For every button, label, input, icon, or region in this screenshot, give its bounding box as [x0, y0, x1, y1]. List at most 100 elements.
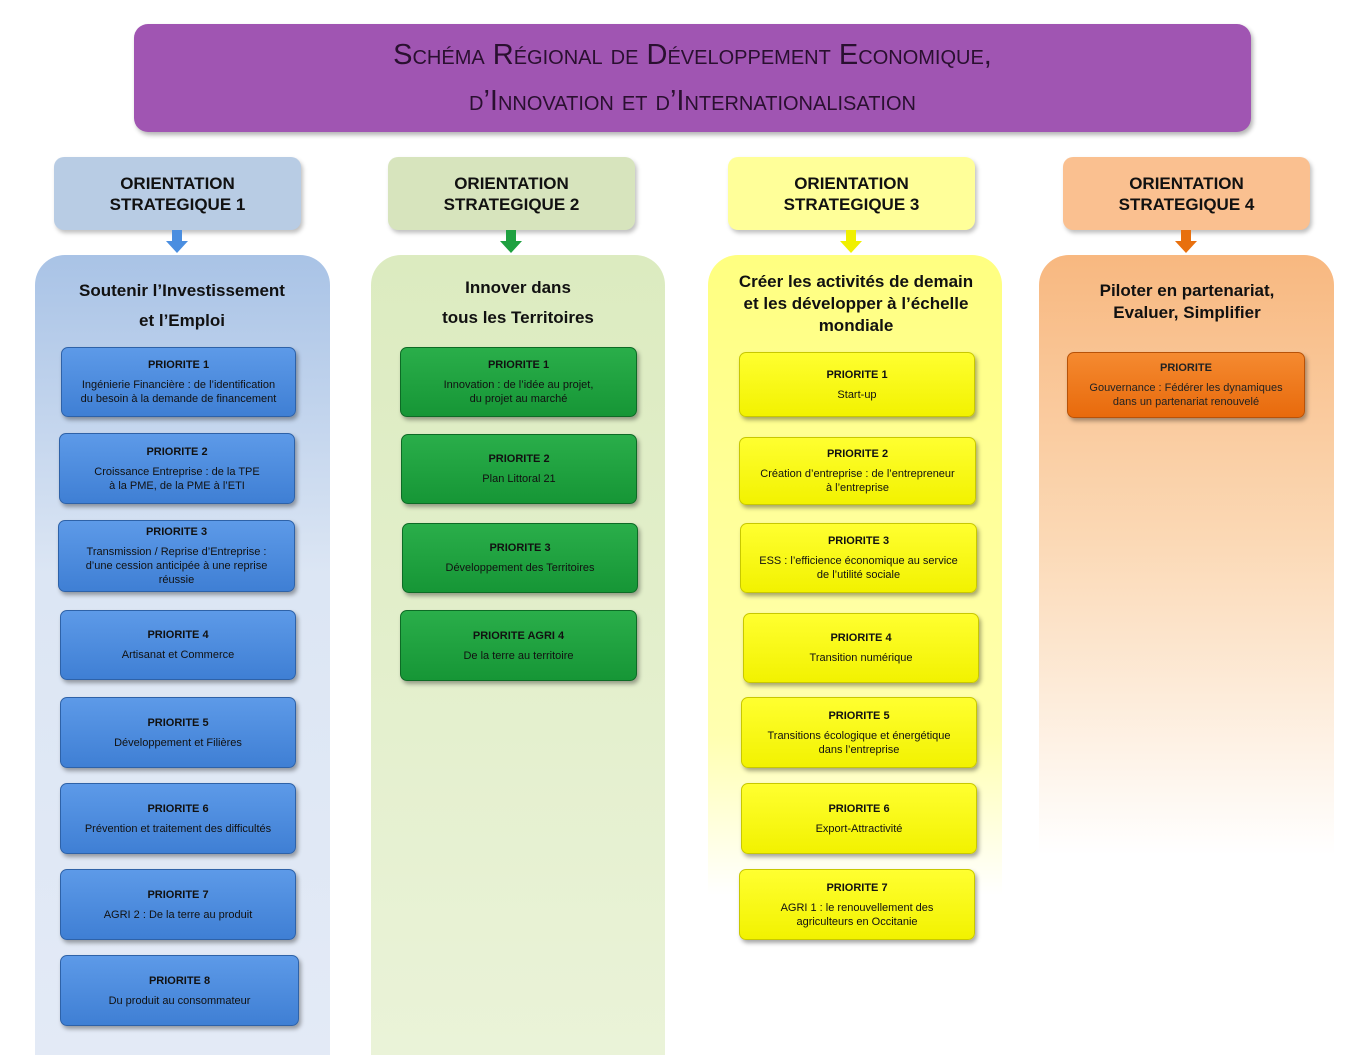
header-line-1: ORIENTATION — [794, 173, 909, 193]
priority-label: PRIORITE 4 — [147, 629, 209, 641]
priority-text: Croissance Entreprise : de la TPE — [94, 465, 260, 478]
priority-box[interactable]: PRIORITE 7 AGRI 1 : le renouvellement des… — [739, 869, 975, 940]
priority-text: Création d’entreprise : de l’entrepreneu… — [760, 468, 955, 480]
priority-label: PRIORITE 6 — [828, 802, 890, 815]
orientation-title-line: Créer les activités de demain — [738, 272, 974, 291]
priority-label: PRIORITE 3 — [489, 542, 551, 554]
priority-text: à l’entreprise — [826, 482, 889, 494]
priority-text: d’une cession anticipée à une reprise — [85, 560, 268, 572]
orientation-title-1: Soutenir l’Investissement et l’Emploi — [42, 276, 322, 336]
priority-box[interactable]: PRIORITE 5 Transitions écologique et éner… — [741, 697, 977, 768]
priority-box[interactable]: PRIORITE 2 Création d’entreprise : de l’e… — [739, 437, 976, 505]
header-line-1: ORIENTATION — [454, 173, 569, 193]
priority-box[interactable]: PRIORITE 4 Transition numérique — [743, 613, 979, 683]
priority-label: PRIORITE 1 — [487, 359, 550, 371]
priority-box[interactable]: PRIORITE 6 Export-Attractivité — [741, 783, 977, 854]
priority-box[interactable]: PRIORITE 3 Transmission / Reprise d’Entre… — [58, 520, 295, 592]
priority-text: Transitions écologique et énergétique — [767, 729, 951, 742]
priority-label: PRIORITE 2 — [826, 448, 889, 460]
arrow-down-icon-stem — [1181, 230, 1191, 242]
priority-label: PRIORITE 7 — [147, 888, 209, 901]
priority-box[interactable]: PRIORITE 1 Innovation : de l’idée au proj… — [400, 347, 637, 417]
priority-text: Développement et Filières — [114, 736, 242, 749]
main-title: Schéma Régional de Développement Economi… — [134, 24, 1251, 132]
priority-box[interactable]: PRIORITE 3 ESS : l’efficience économique … — [740, 523, 977, 593]
priority-text: De la terre au territoire — [463, 649, 574, 662]
priority-label: PRIORITE 3 — [145, 526, 208, 538]
orientation-title-line: Soutenir l’Investissement — [79, 281, 285, 300]
priority-label: PRIORITE AGRI 4 — [472, 629, 565, 642]
priority-text: Artisanat et Commerce — [121, 649, 235, 661]
priority-text: Transition numérique — [809, 652, 913, 664]
priority-text: AGRI 1 : le renouvellement des — [780, 901, 934, 914]
priority-text: Transmission / Reprise d’Entreprise : — [86, 546, 267, 558]
header-line-2: STRATEGIQUE 4 — [1118, 194, 1255, 214]
priority-label: PRIORITE 7 — [826, 881, 888, 894]
priority-text: du projet au marché — [469, 393, 568, 405]
arrow-down-icon-stem — [506, 230, 516, 242]
priority-label: PRIORITE — [1160, 362, 1212, 374]
orientation-title-line: Evaluer, Simplifier — [1113, 303, 1261, 322]
priority-label: PRIORITE 3 — [827, 535, 890, 547]
orientation-title-line: Piloter en partenariat, — [1099, 281, 1275, 300]
priority-text: Développement des Territoires — [445, 562, 595, 574]
arrow-down-icon-stem — [846, 230, 856, 242]
priority-label: PRIORITE 8 — [148, 974, 211, 987]
priority-text: Plan Littoral 21 — [482, 473, 556, 485]
header-line-1: ORIENTATION — [120, 173, 235, 193]
priority-box[interactable]: PRIORITE AGRI 4 De la terre au territoire — [400, 610, 637, 681]
priority-box[interactable]: PRIORITE 3 Développement des Territoires — [402, 523, 638, 593]
priority-box[interactable]: PRIORITE 5 Développement et Filières — [60, 697, 296, 768]
priority-text: Export-Attractivité — [815, 822, 903, 835]
priority-text: Innovation : de l’idée au projet, — [443, 379, 594, 391]
priority-text: dans l’entreprise — [818, 743, 900, 756]
priority-label: PRIORITE 4 — [830, 632, 892, 644]
orientation-title-2: Innover dans tous les Territoires — [378, 273, 658, 333]
priority-box[interactable]: PRIORITE 2 Croissance Entreprise : de la … — [59, 433, 295, 504]
priority-text: ESS : l’efficience économique au service — [759, 555, 958, 567]
header-line-2: STRATEGIQUE 1 — [109, 194, 246, 214]
priority-box[interactable]: PRIORITE 1 Start-up — [739, 352, 975, 417]
priority-box[interactable]: PRIORITE 4 Artisanat et Commerce — [60, 610, 296, 680]
title-line-1: Schéma Régional de Développement Economi… — [393, 39, 992, 71]
header-line-2: STRATEGIQUE 2 — [443, 194, 580, 214]
arrow-down-icon — [166, 241, 188, 253]
orientation-title-line: mondiale — [818, 316, 894, 335]
priority-text: dans un partenariat renouvelé — [1112, 396, 1260, 408]
arrow-down-icon — [840, 241, 862, 253]
priority-text: du besoin à la demande de financement — [80, 393, 277, 405]
priority-text: Prévention et traitement des difficultés — [84, 822, 272, 835]
arrow-down-icon-stem — [172, 230, 182, 242]
priority-box[interactable]: PRIORITE 7 AGRI 2 : De la terre au produi… — [60, 869, 296, 940]
priority-label: PRIORITE 2 — [146, 445, 208, 458]
priority-text: agriculteurs en Occitanie — [796, 915, 918, 928]
priority-text: réussie — [158, 574, 195, 586]
priority-text: de l’utilité sociale — [816, 569, 901, 581]
priority-text: à la PME, de la PME à l’ETI — [109, 479, 245, 492]
priority-text: Start-up — [837, 388, 877, 401]
priority-box[interactable]: PRIORITE 8 Du produit au consommateur — [60, 955, 299, 1026]
arrow-down-icon — [1175, 241, 1197, 253]
priority-label: PRIORITE 5 — [828, 709, 890, 722]
title-line-2: d’Innovation et d’Internationalisation — [469, 85, 916, 117]
priority-text: Du produit au consommateur — [108, 994, 251, 1007]
orientation-title-line: et l’Emploi — [139, 311, 225, 330]
header-line-2: STRATEGIQUE 3 — [783, 194, 920, 214]
orientation-title-line: tous les Territoires — [442, 308, 594, 327]
arrow-down-icon — [500, 241, 522, 253]
priority-box[interactable]: PRIORITE 6 Prévention et traitement des d… — [60, 783, 296, 854]
priority-label: PRIORITE 1 — [147, 359, 210, 371]
priority-label: PRIORITE 5 — [147, 716, 209, 729]
priority-text: AGRI 2 : De la terre au produit — [103, 908, 253, 921]
priority-label: PRIORITE 6 — [147, 802, 209, 815]
priority-label: PRIORITE 1 — [826, 368, 888, 381]
orientation-title-line: Innover dans — [465, 278, 571, 297]
